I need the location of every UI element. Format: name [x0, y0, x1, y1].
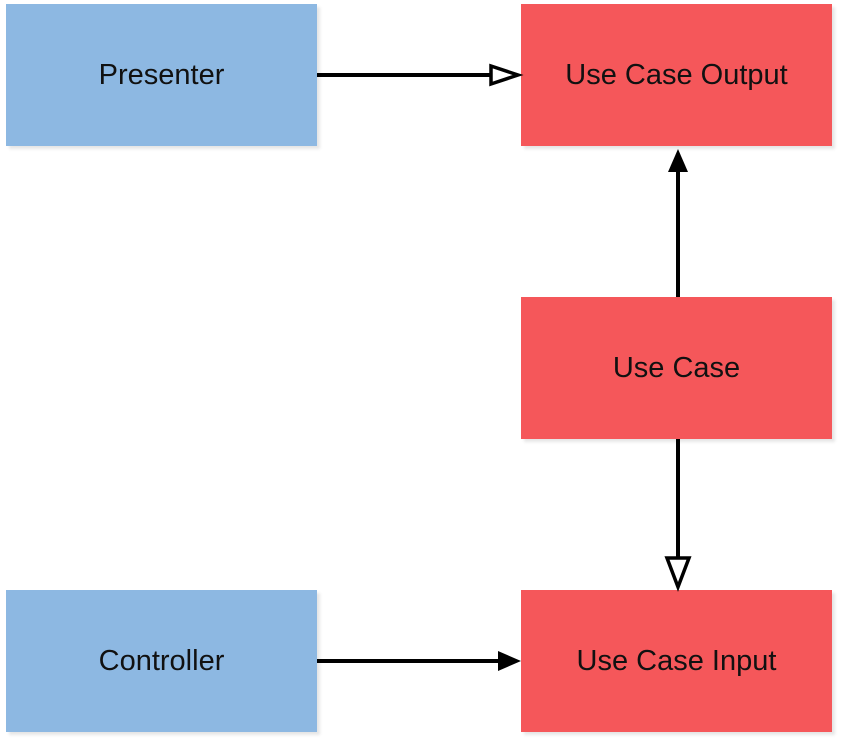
presenter-label: Presenter: [98, 58, 225, 91]
arrow-controller-to-input-head: [498, 651, 521, 671]
controller-label: Controller: [98, 644, 225, 677]
arrow-controller-to-input: [317, 651, 521, 671]
arrow-use-case-to-input: [664, 439, 692, 592]
arrow-use-case-to-input-head: [664, 556, 692, 592]
arrow-presenter-to-output-head: [489, 63, 524, 87]
use-case-input-box: Use Case Input: [521, 590, 832, 732]
use-case-output-label: Use Case Output: [565, 58, 788, 91]
use-case-input-label: Use Case Input: [576, 644, 777, 677]
use-case-output-box: Use Case Output: [521, 4, 832, 146]
arrow-use-case-to-output-head: [668, 149, 688, 172]
presenter-box: Presenter: [6, 4, 317, 146]
use-case-label: Use Case: [612, 351, 741, 384]
arrow-use-case-to-output: [668, 149, 688, 297]
arrow-presenter-to-output: [317, 63, 524, 87]
controller-box: Controller: [6, 590, 317, 732]
use-case-box: Use Case: [521, 297, 832, 439]
